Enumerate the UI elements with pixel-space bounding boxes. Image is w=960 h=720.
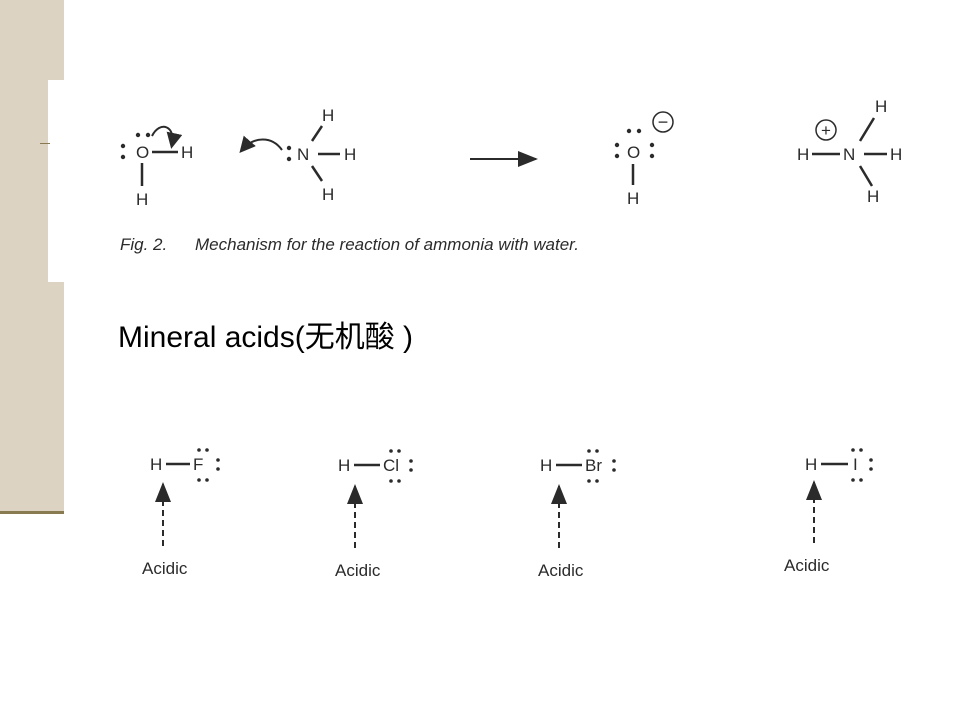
water-hydrogen-right: H — [181, 143, 193, 162]
water-molecule: O H H — [120, 125, 193, 209]
ammonia-hydrogen-right: H — [344, 145, 356, 164]
acid-hydrogen: H — [540, 456, 552, 475]
ammonium-hydrogen-top: H — [875, 97, 887, 116]
figure-caption-label: Fig. 2. — [120, 235, 167, 254]
acid-halogen: I — [853, 455, 858, 474]
ammonium-ion: + H N H H H — [797, 97, 902, 206]
acid-structure-hi: H I Acidic — [784, 448, 873, 575]
ammonia-bond-top — [310, 125, 324, 142]
sidebar-tick — [40, 143, 50, 144]
acid-lone-pairs — [389, 449, 413, 483]
hydroxide-hydrogen: H — [627, 189, 639, 208]
acid-halogen: F — [193, 455, 203, 474]
acid-hydrogen: H — [338, 456, 350, 475]
water-hydrogen-bottom: H — [136, 190, 148, 209]
sidebar-bottom-rule — [0, 511, 64, 514]
ammonia-molecule: N H H H — [239, 106, 356, 204]
ammonium-hydrogen-bottom: H — [867, 187, 879, 206]
acid-hydrogen: H — [150, 455, 162, 474]
hydroxide-lone-pairs — [614, 128, 655, 159]
ammonium-bond-bottom — [858, 165, 874, 187]
acidic-label: Acidic — [538, 561, 584, 580]
acidic-label: Acidic — [142, 559, 188, 578]
ammonium-nitrogen: N — [843, 145, 855, 164]
acid-structure-hbr: H Br Acidic — [538, 449, 616, 580]
acid-hydrogen: H — [805, 455, 817, 474]
acid-lone-pairs — [587, 449, 616, 483]
ammonium-hydrogen-left: H — [797, 145, 809, 164]
hydroxide-oxygen: O — [627, 143, 640, 162]
acid-lone-pairs — [851, 448, 873, 482]
curved-arrow-icon — [151, 125, 183, 149]
curved-arrow-icon — [239, 135, 283, 154]
negative-charge-sign: − — [658, 112, 669, 132]
acid-halogen: Br — [585, 456, 602, 475]
acid-structure-hf: H F Acidic — [142, 448, 220, 578]
ammonium-hydrogen-right: H — [890, 145, 902, 164]
figure-caption-text: Mechanism for the reaction of ammonia wi… — [195, 235, 579, 254]
ammonia-hydrogen-top: H — [322, 106, 334, 125]
acid-structure-hcl: H Cl Acidic — [335, 449, 413, 580]
ammonia-bond-bottom — [310, 165, 324, 182]
acidic-label: Acidic — [784, 556, 830, 575]
acidic-label: Acidic — [335, 561, 381, 580]
positive-charge-icon — [815, 119, 837, 141]
ammonia-hydrogen-bottom: H — [322, 185, 334, 204]
ammonia-nitrogen: N — [297, 145, 309, 164]
section-heading: Mineral acids(无机酸 ) — [118, 321, 414, 354]
negative-charge-icon — [652, 111, 674, 133]
ammonia-lone-pair — [286, 145, 292, 162]
acid-lone-pairs — [197, 448, 220, 482]
acid-halogen: Cl — [383, 456, 399, 475]
water-oxygen: O — [136, 143, 149, 162]
water-lone-pairs — [120, 132, 151, 160]
hydroxide-ion: O − H — [614, 111, 674, 208]
positive-charge-sign: + — [821, 121, 831, 140]
ammonium-bond-top — [858, 117, 876, 142]
figure-panel — [48, 80, 668, 282]
